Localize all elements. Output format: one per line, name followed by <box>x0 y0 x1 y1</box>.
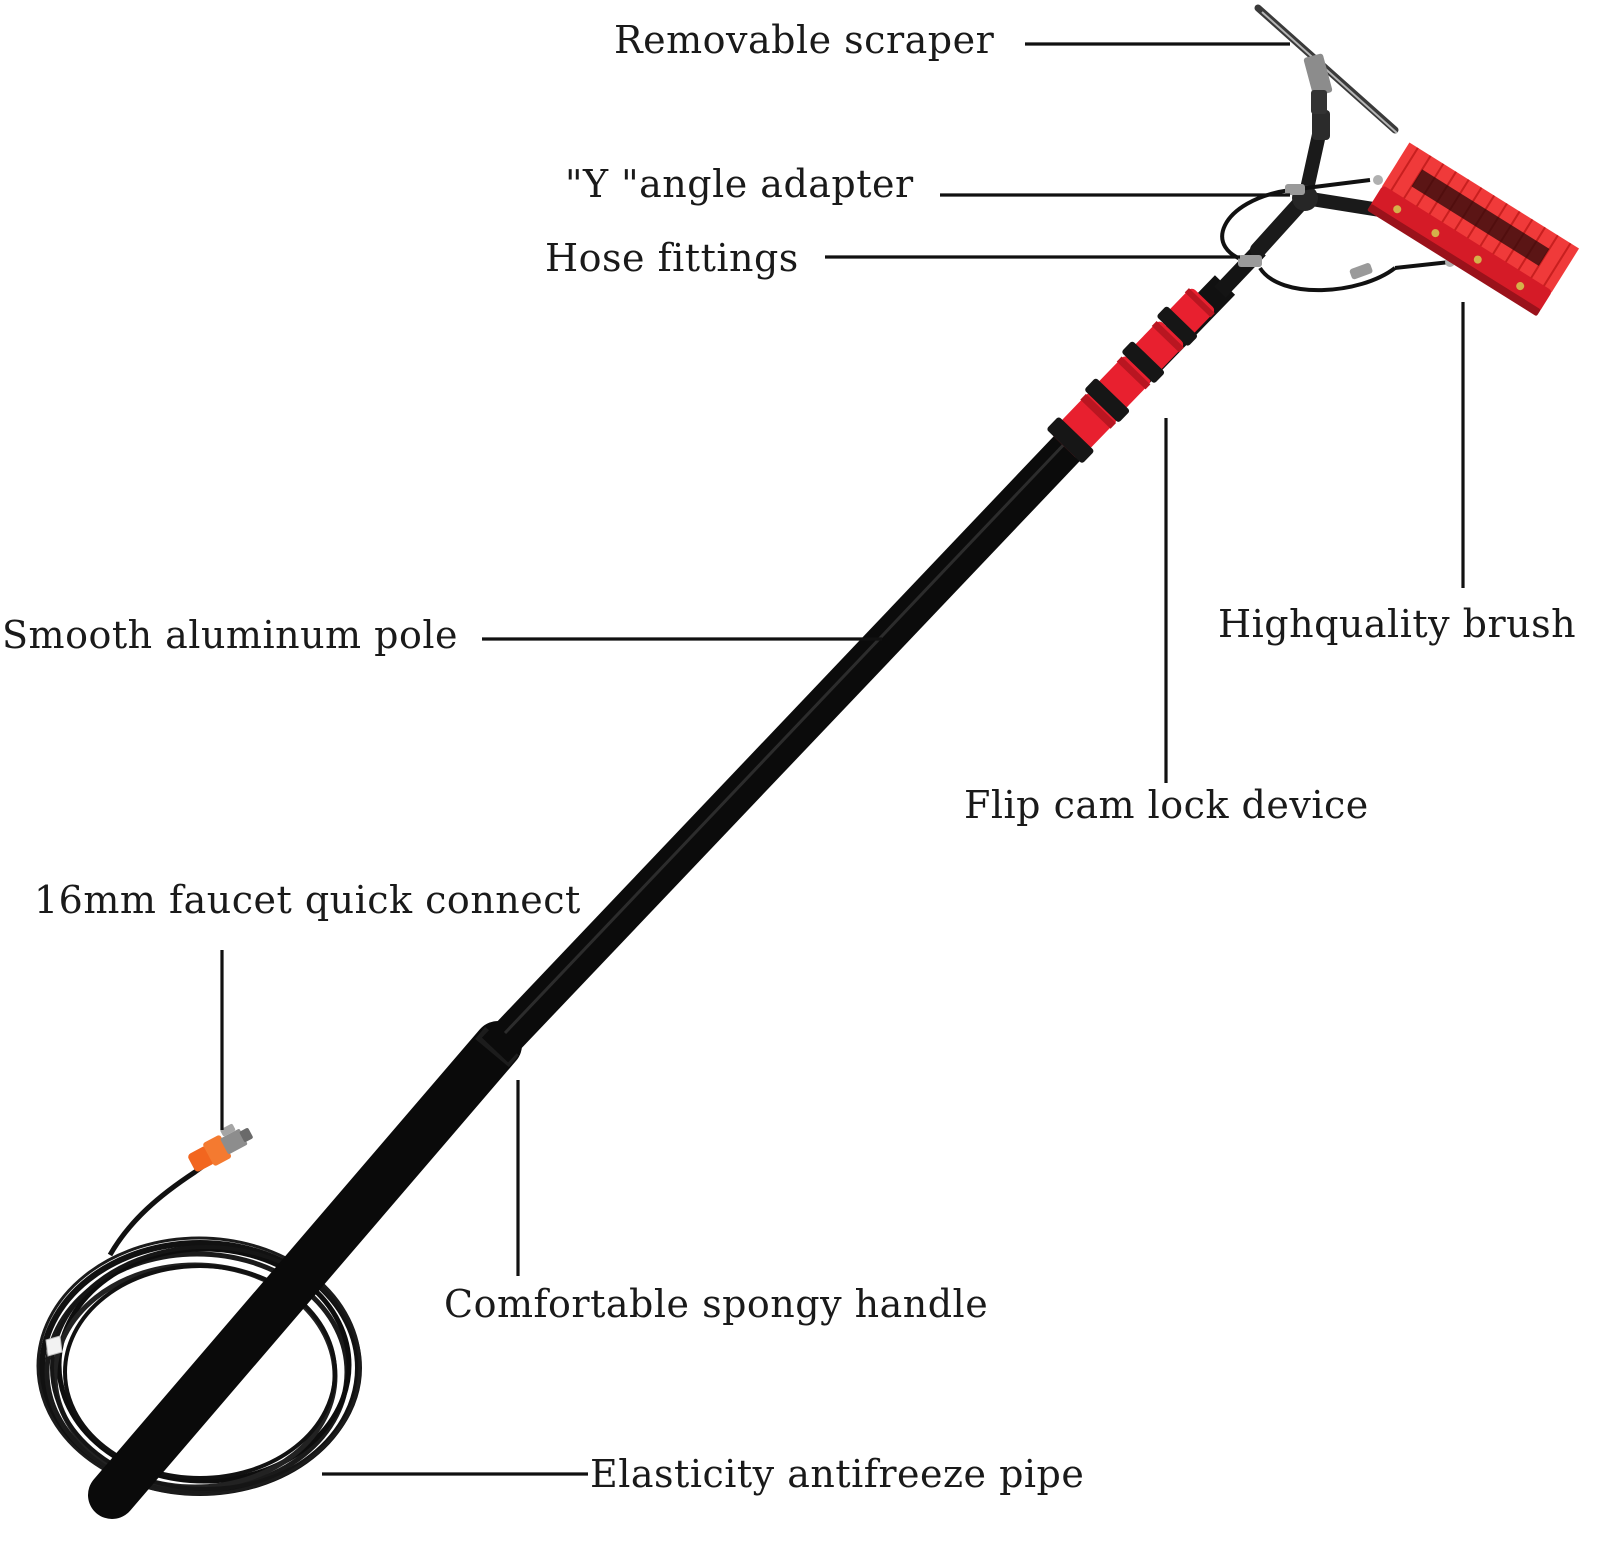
callout-labels: Removable scraper "Y "angle adapter Hose… <box>2 18 1576 1496</box>
label-smooth-aluminum-pole: Smooth aluminum pole <box>2 613 458 657</box>
label-flip-cam-lock-device: Flip cam lock device <box>964 783 1369 827</box>
scraper-icon <box>1254 4 1399 134</box>
flip-cam-locks <box>1047 288 1215 463</box>
label-comfortable-spongy-handle: Comfortable spongy handle <box>444 1282 988 1326</box>
product-illustration <box>36 4 1580 1519</box>
label-elasticity-antifreeze-pipe: Elasticity antifreeze pipe <box>590 1452 1084 1496</box>
label-removable-scraper: Removable scraper <box>614 18 995 62</box>
label-hose-fittings: Hose fittings <box>545 236 799 280</box>
label-y-angle-adapter: "Y "angle adapter <box>565 162 914 206</box>
label-faucet-quick-connect: 16mm faucet quick connect <box>34 878 581 922</box>
label-highquality-brush: Highquality brush <box>1218 602 1576 646</box>
faucet-connector-icon <box>188 1123 253 1172</box>
coiled-hose <box>36 1155 362 1496</box>
brush-icon <box>1367 142 1580 316</box>
leader-lines <box>220 42 1465 1476</box>
y-angle-adapter <box>1250 110 1387 258</box>
